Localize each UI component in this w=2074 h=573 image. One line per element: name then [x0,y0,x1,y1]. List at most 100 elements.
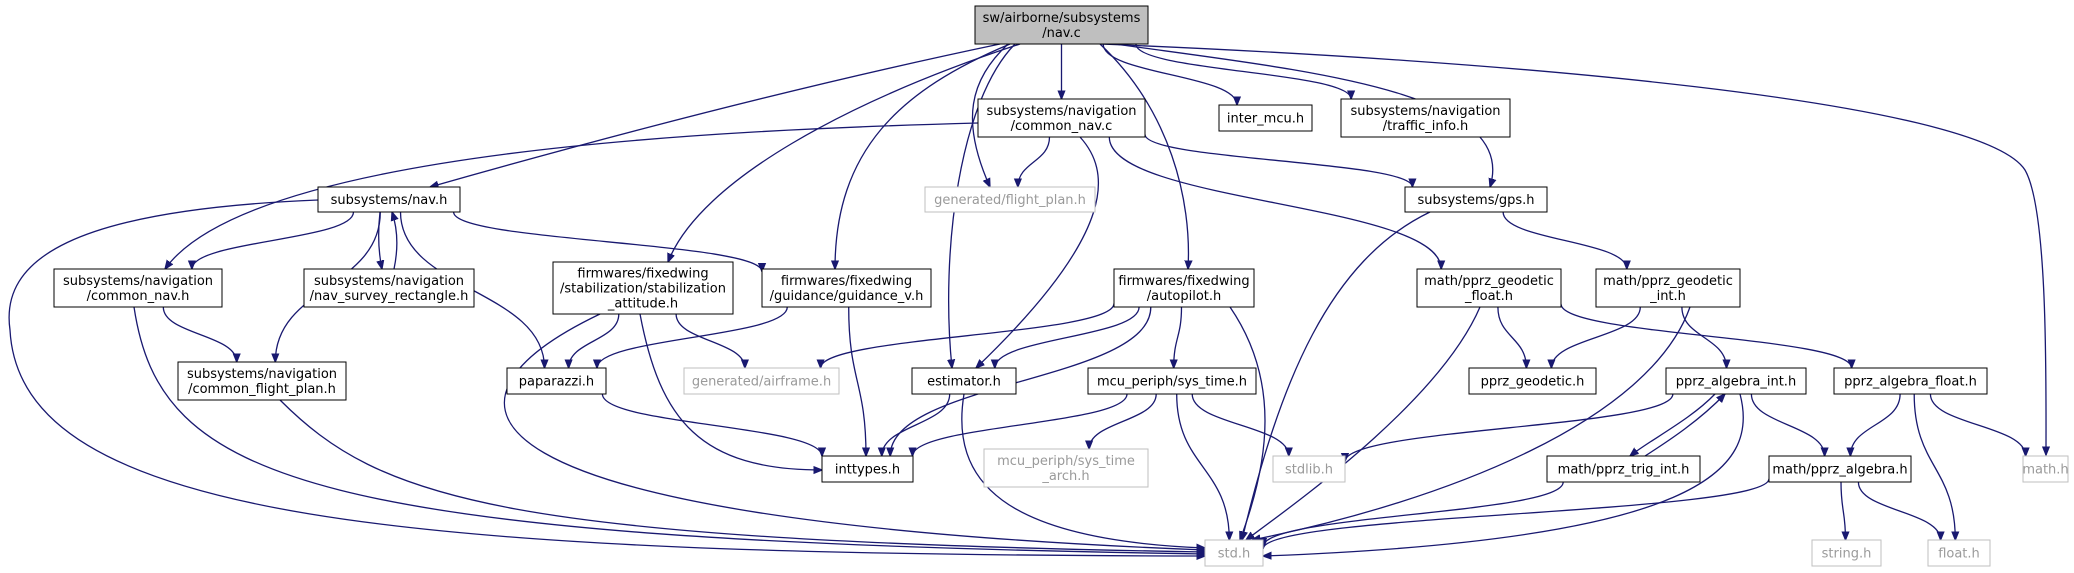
edge-nav-c-to-autopilot [1099,43,1188,269]
edge-algebra-int-to-std-h [1263,393,1744,556]
edge-estimator-to-inttypes [882,393,951,456]
node-string-h[interactable]: string.h [1811,539,1882,567]
node-label: /autopilot.h [1147,289,1222,304]
edge-algebra-int-to-math-algebra [1750,393,1824,456]
node-box [1546,455,1701,483]
node-geodetic-int[interactable]: math/pprz_geodetic_int.h [1595,268,1741,308]
node-label: subsystems/gps.h [1417,193,1534,208]
node-airframe[interactable]: generated/airframe.h [683,367,840,395]
node-gps-h[interactable]: subsystems/gps.h [1404,186,1548,213]
node-box [1665,367,1807,395]
node-autopilot[interactable]: firmwares/fixedwing/autopilot.h [1113,268,1255,308]
node-algebra-int[interactable]: pprz_algebra_int.h [1665,367,1807,395]
node-label: /common_flight_plan.h [188,382,336,397]
node-label: float.h [1938,547,1980,562]
edge-algebra-float-to-math-algebra [1850,393,1901,456]
node-label: math/pprz_trig_int.h [1558,463,1690,478]
node-box [924,186,1096,213]
edge-trig-int-to-algebra-int [1644,394,1725,457]
node-label: pprz_algebra_int.h [1676,375,1796,390]
node-label: math/pprz_geodetic [1424,274,1554,289]
node-label: _arch.h [1041,469,1089,484]
node-box [1468,367,1597,395]
node-float-h[interactable]: float.h [1927,539,1991,567]
edge-sys-time-to-std-h [1176,393,1230,540]
node-box [317,186,461,213]
node-inter-mcu[interactable]: inter_mcu.h [1218,104,1313,132]
nodes-layer: sw/airborne/subsystems/nav.c subsystems/n… [53,5,2069,567]
edge-nav-c-to-nav-h [430,43,1001,187]
node-label: /nav.c [1042,26,1081,41]
edge-autopilot-to-estimator [995,306,1140,368]
edge-geodetic-int-to-std-h [1252,306,1691,540]
edge-algebra-int-to-trig-int [1630,393,1716,456]
edge-common-nav-h-to-common-flight-plan [162,306,236,362]
node-label: /common_nav.c [1011,119,1113,134]
edge-autopilot-to-inttypes [890,306,1152,456]
edges-layer [8,43,2046,556]
node-nav-survey[interactable]: subsystems/navigation/nav_survey_rectang… [303,268,475,308]
node-math-h[interactable]: math.h [2022,455,2069,483]
node-algebra-float[interactable]: pprz_algebra_float.h [1833,367,1988,395]
node-label: stdlib.h [1285,463,1333,478]
node-paparazzi[interactable]: paparazzi.h [506,367,607,395]
edge-nav-c-to-gps-h [1114,43,1493,187]
edge-geodetic-int-to-algebra-int [1681,306,1727,368]
node-box [1927,539,1991,567]
node-label: pprz_algebra_float.h [1844,375,1977,390]
node-box [1113,268,1255,308]
node-inttypes[interactable]: inttypes.h [821,455,914,483]
edge-algebra-int-to-stdlib [1345,393,1674,462]
node-nav-c[interactable]: sw/airborne/subsystems/nav.c [974,5,1149,45]
edge-geodetic-float-to-algebra-float [1560,303,1852,368]
node-guidance-v[interactable]: firmwares/fixedwing/guidance/guidance_v.… [761,268,932,308]
node-label: /nav_survey_rectangle.h [310,289,469,304]
edge-nav-h-to-std-h [8,199,1205,556]
node-common-nav-c[interactable]: subsystems/navigation/common_nav.c [977,98,1146,138]
node-flight-plan[interactable]: generated/flight_plan.h [924,186,1096,213]
node-label: subsystems/nav.h [331,193,448,208]
edge-common-nav-c-to-flight-plan [1018,136,1051,187]
edge-common-nav-c-to-estimator [976,136,1100,368]
node-box [1204,539,1264,567]
node-label: subsystems/navigation [1350,104,1500,119]
node-common-nav-h[interactable]: subsystems/navigation/common_nav.h [53,268,223,308]
node-box [1416,268,1562,308]
edge-estimator-to-std-h [961,393,1205,548]
node-sys-time-arch[interactable]: mcu_periph/sys_time_arch.h [983,448,1149,488]
node-math-algebra[interactable]: math/pprz_algebra.h [1768,455,1912,483]
node-stab-att[interactable]: firmwares/fixedwing/stabilization/stabil… [552,261,734,315]
node-label: /traffic_info.h [1383,119,1469,134]
edge-paparazzi-to-inttypes [601,393,822,456]
node-label: generated/flight_plan.h [934,193,1086,208]
node-label: sw/airborne/subsystems [983,11,1141,26]
node-std-h[interactable]: std.h [1204,539,1264,567]
edge-autopilot-to-sys-time [1174,306,1183,368]
node-box [683,367,840,395]
edge-nav-c-to-traffic-info [1135,43,1351,99]
node-traffic-info[interactable]: subsystems/navigation/traffic_info.h [1340,98,1511,138]
node-box [1340,98,1511,138]
node-geodetic-float[interactable]: math/pprz_geodetic_float.h [1416,268,1562,308]
edge-math-algebra-to-string-h [1840,481,1846,540]
node-box [1811,539,1882,567]
node-pprz-geodetic[interactable]: pprz_geodetic.h [1468,367,1597,395]
node-label: subsystems/navigation [314,274,464,289]
node-box [1218,104,1313,132]
edge-nav-c-to-flight-plan [971,43,1009,187]
node-nav-h[interactable]: subsystems/nav.h [317,186,461,213]
node-box [1272,455,1346,483]
node-estimator[interactable]: estimator.h [911,367,1017,395]
node-label: firmwares/fixedwing [577,267,708,282]
node-label: math/pprz_geodetic [1603,274,1733,289]
node-sys-time[interactable]: mcu_periph/sys_time.h [1087,367,1257,395]
node-box [1768,455,1912,483]
node-trig-int[interactable]: math/pprz_trig_int.h [1546,455,1701,483]
edge-geodetic-float-to-pprz-geodetic [1497,306,1527,368]
node-box [1833,367,1988,395]
node-stdlib[interactable]: stdlib.h [1272,455,1346,483]
node-box [2022,455,2069,483]
node-common-flight-plan[interactable]: subsystems/navigation/common_flight_plan… [177,361,347,401]
node-label: subsystems/navigation [63,274,213,289]
edge-nav-c-to-stab-att [668,43,1021,262]
